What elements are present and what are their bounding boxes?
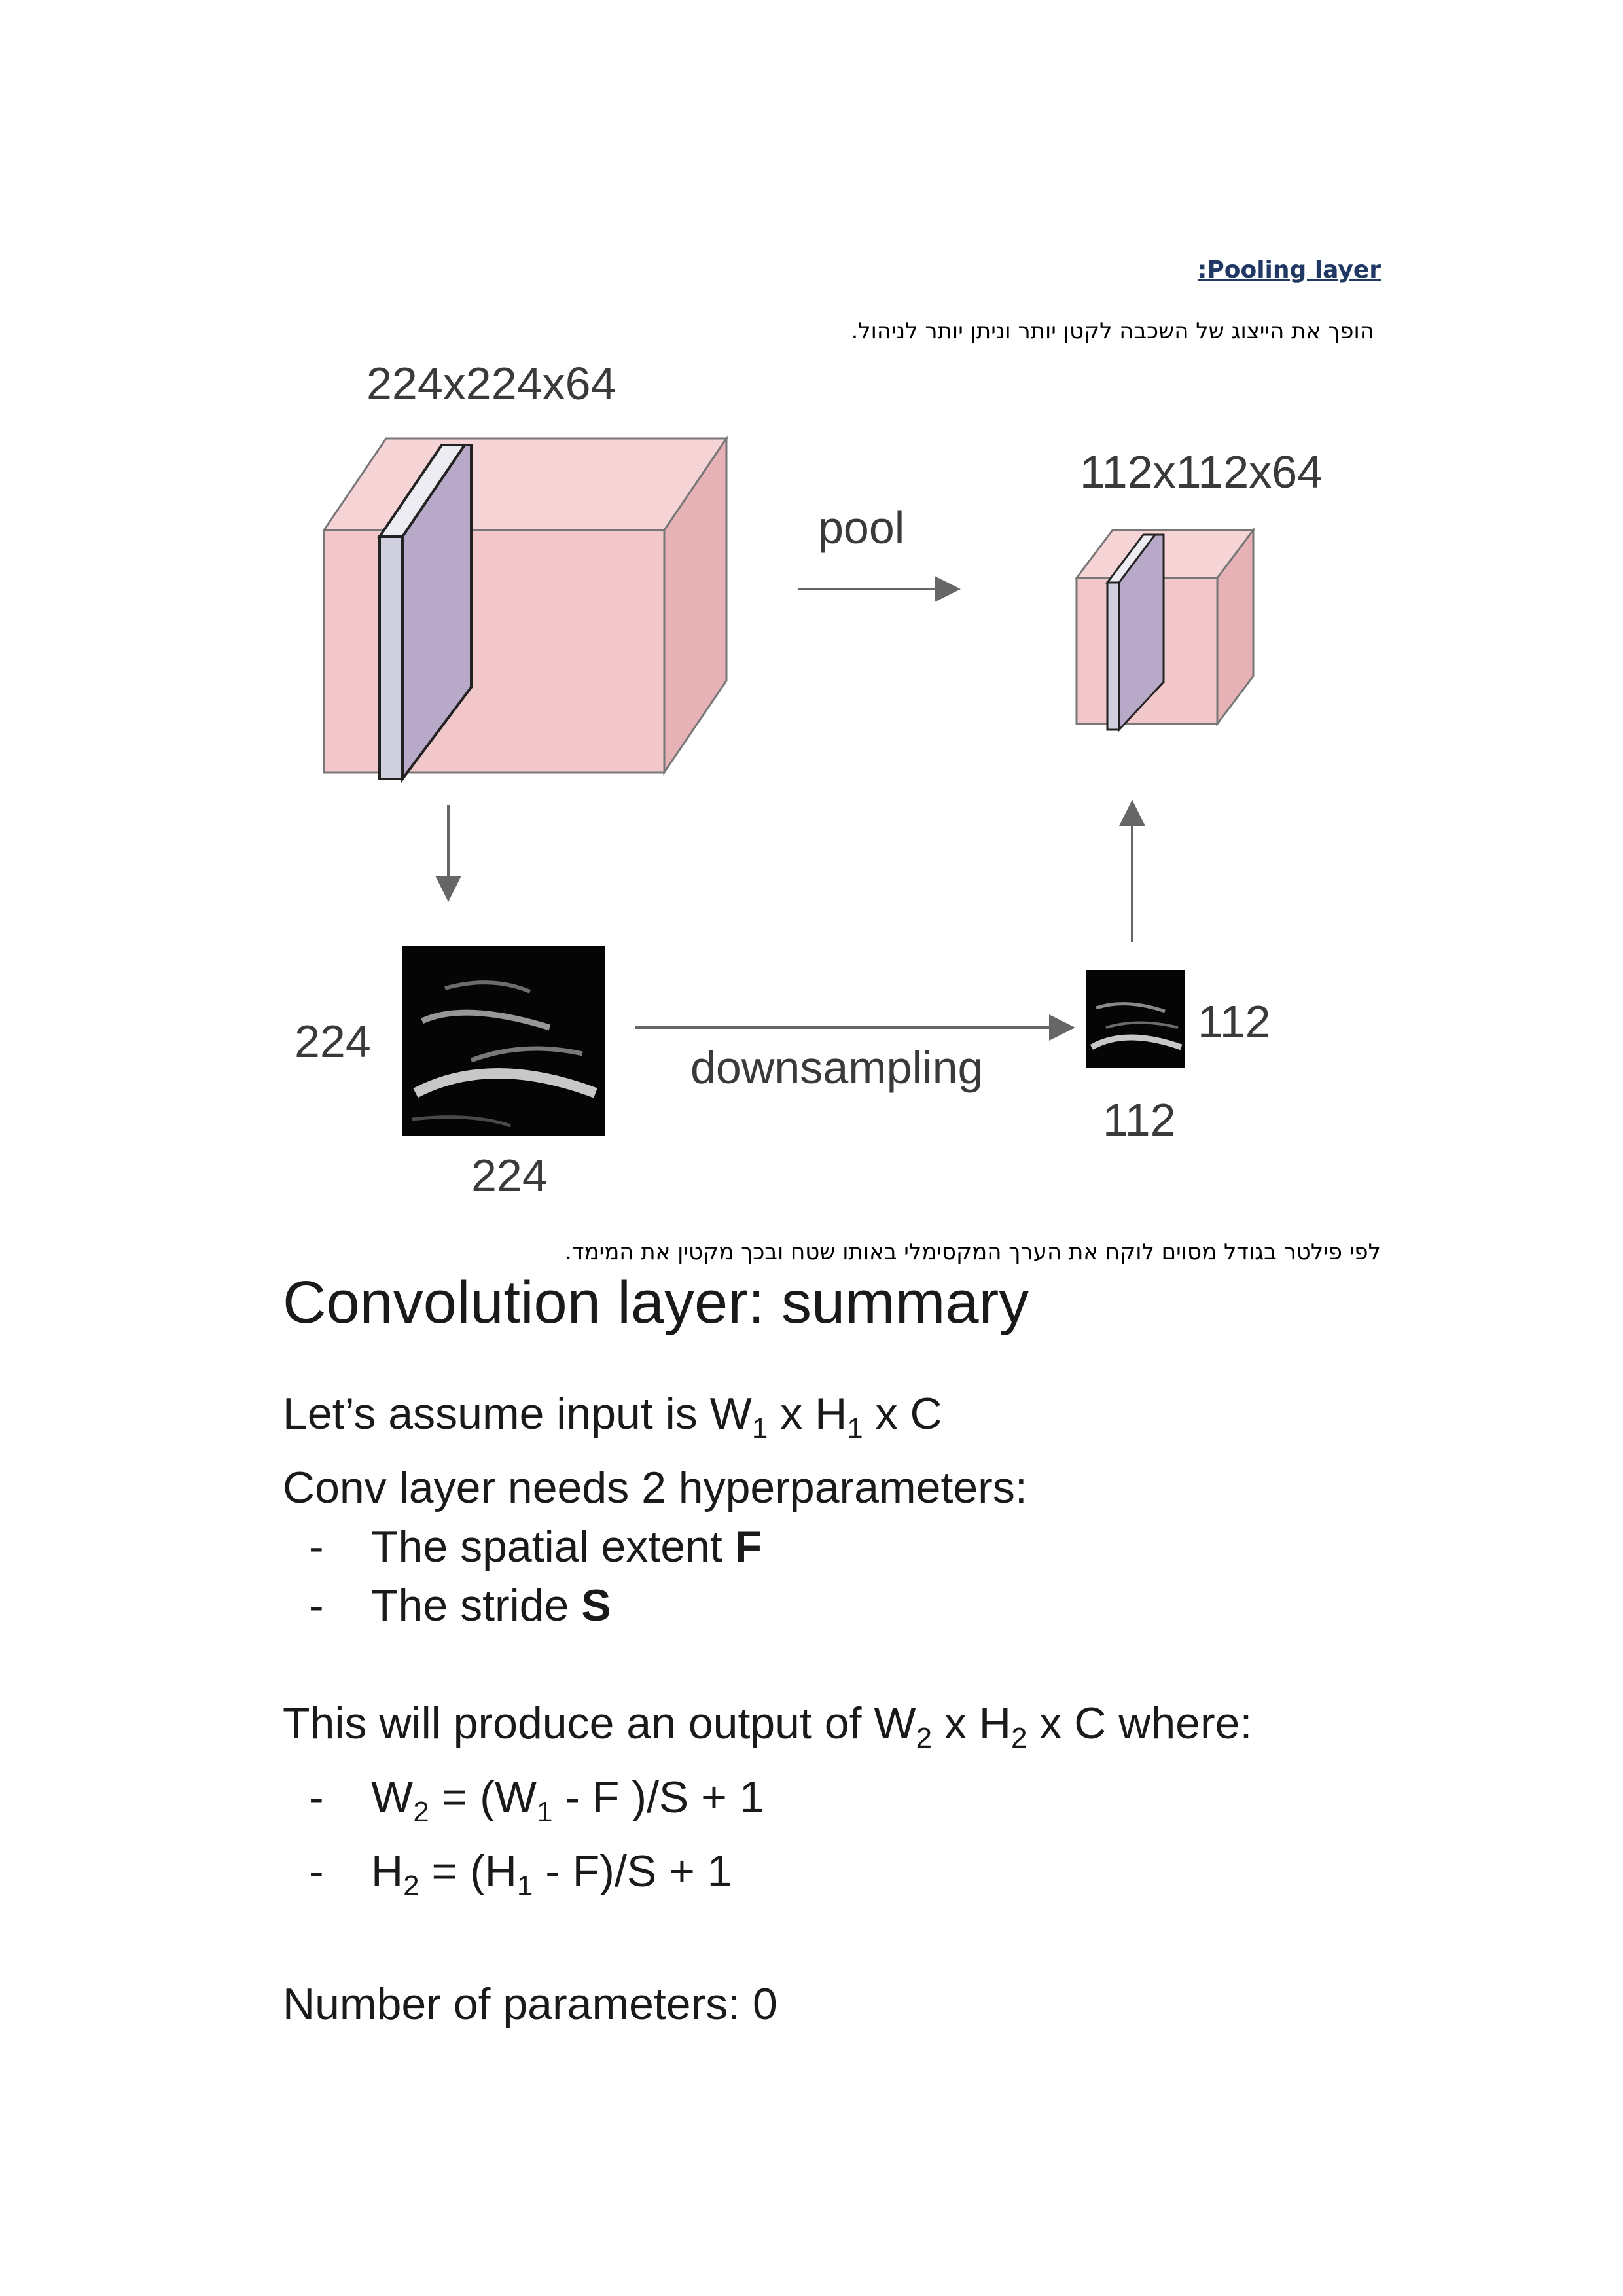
- pooling-diagram: 224x224x64 112x112x64 pool downsampling: [294, 358, 1323, 1201]
- assume-input-line: Let’s assume input is W1 x H1 x C: [283, 1389, 942, 1444]
- activation-map-small: [1086, 970, 1185, 1068]
- explanation-paragraph: לפי פילטר בגודל מסוים לוקח את הערך המקסי…: [565, 1239, 1381, 1265]
- convolution-summary: Convolution layer: summary Let’s assume …: [283, 1266, 1461, 2034]
- summary-title: Convolution layer: summary: [283, 1269, 1029, 1336]
- pool-label: pool: [818, 502, 904, 553]
- output-line: This will produce an output of W2 x H2 x…: [283, 1698, 1253, 1754]
- spatial-extent-item: -The spatial extent F: [309, 1522, 762, 1571]
- big-cube-label: 224x224x64: [366, 358, 616, 409]
- activation-map-large: [402, 946, 605, 1136]
- downsampling-label: downsampling: [690, 1042, 983, 1093]
- right-image-side-label: 112: [1198, 996, 1271, 1047]
- right-image-bottom-label: 112: [1103, 1094, 1176, 1145]
- small-cube-label: 112x112x64: [1080, 446, 1323, 497]
- hyperparameters-line: Conv layer needs 2 hyperparameters:: [283, 1463, 1027, 1513]
- section-heading: :Pooling layer: [1197, 257, 1381, 283]
- intro-paragraph: הופך את הייצוג של השכבה לקטן יותר וניתן …: [851, 318, 1374, 344]
- small-cube: [1074, 527, 1256, 732]
- left-image-side-label: 224: [294, 1016, 371, 1067]
- parameters-line: Number of parameters: 0: [283, 1979, 777, 2029]
- left-image-bottom-label: 224: [471, 1150, 548, 1201]
- big-cube: [322, 435, 728, 783]
- h2-formula: -H2 = (H1 - F)/S + 1: [309, 1846, 732, 1902]
- stride-item: -The stride S: [309, 1581, 611, 1630]
- w2-formula: -W2 = (W1 - F )/S + 1: [309, 1772, 764, 1828]
